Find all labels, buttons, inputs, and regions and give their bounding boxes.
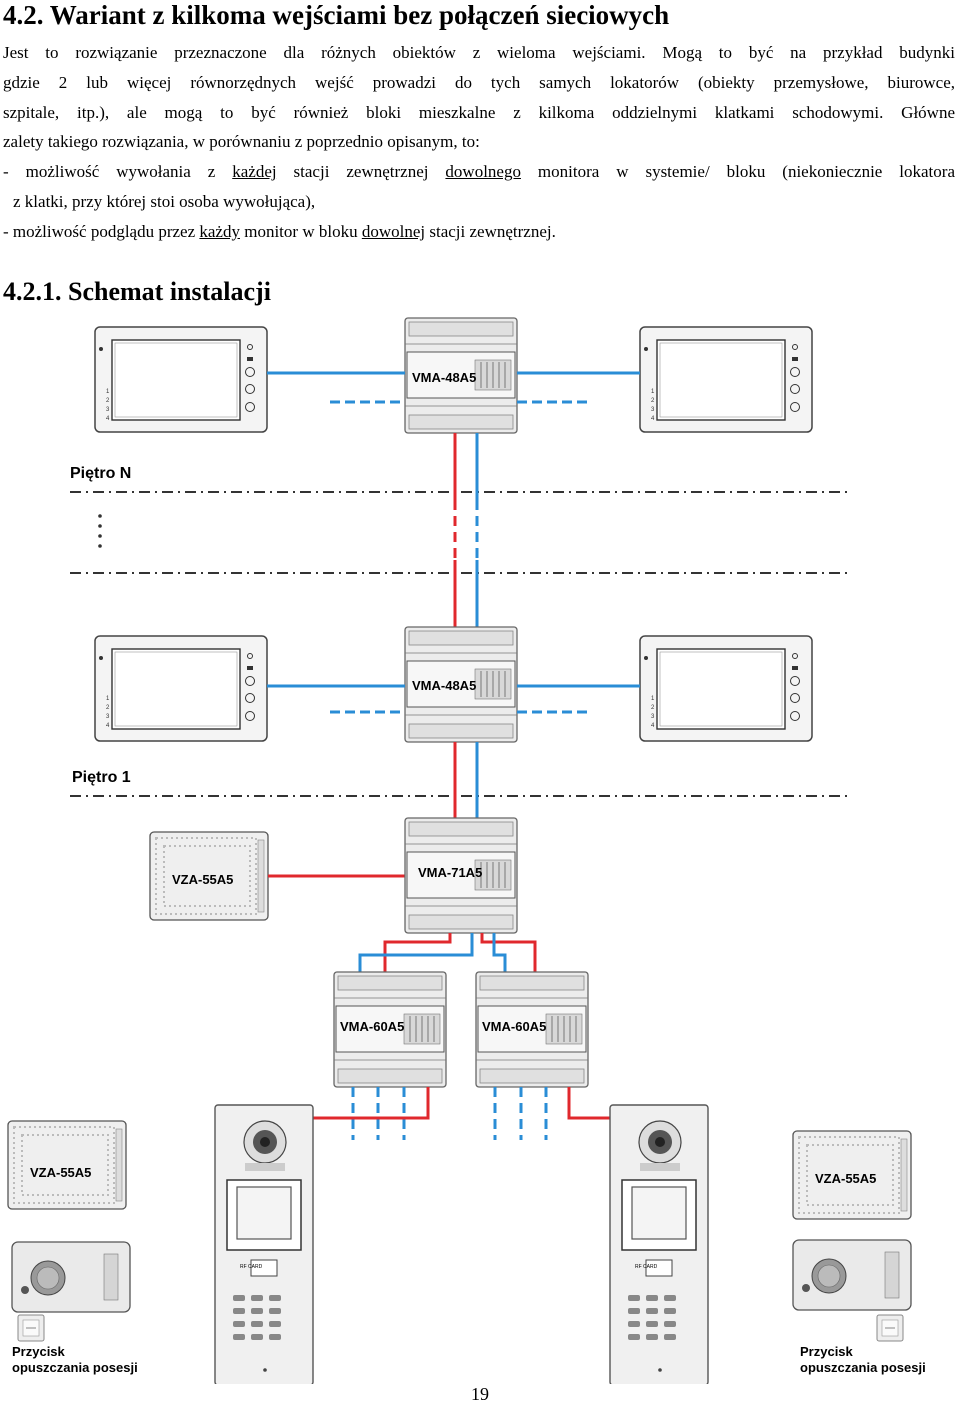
svg-text:1: 1	[106, 389, 110, 395]
monitor-bottom-right	[639, 635, 813, 742]
page-number: 19	[471, 1384, 489, 1404]
splitter-right-label: VMA-60A5	[482, 1019, 546, 1034]
svg-text:3: 3	[106, 407, 110, 413]
intro-line-4: zalety takiego rozwiązania, w porównaniu…	[3, 132, 480, 152]
subsection-heading: 4.2.1. Schemat instalacji	[3, 277, 271, 306]
svg-text:4: 4	[651, 723, 655, 729]
intro-text: Jest to rozwiązanie przeznaczone dla róż…	[3, 38, 955, 247]
distributor-main-label: VMA-71A5	[418, 865, 482, 880]
svg-text:2: 2	[106, 398, 110, 404]
rfid-label-left: RF CARD	[240, 1264, 263, 1270]
svg-text:3: 3	[651, 407, 655, 413]
svg-text:3: 3	[106, 714, 110, 720]
floor-label-top: Piętro N	[70, 465, 131, 482]
intro-line-2: gdzie 2 lub więcej równorzędnych wejść p…	[3, 72, 955, 92]
svg-text:2: 2	[106, 705, 110, 711]
exit-label-left-1: Przycisk	[12, 1344, 66, 1359]
rfid-label-right: RF CARD	[635, 1264, 658, 1270]
section-heading: 4.2. Wariant z kilkoma wejściami bez poł…	[3, 0, 670, 30]
floor-label-bottom: Piętro 1	[72, 769, 131, 786]
intro-line-3: szpitale, itp.), ale mogą to być również…	[3, 102, 955, 122]
entry-panel-left	[214, 1104, 314, 1384]
underline-kazdej: każdej	[232, 162, 277, 182]
electric-lock-left	[11, 1241, 131, 1313]
exit-label-right-2: opuszczania posesji	[800, 1360, 926, 1375]
svg-text:1: 1	[651, 696, 655, 702]
electric-lock-right	[792, 1239, 912, 1311]
bullet-1: - możliwość wywołania z każdej stacji ze…	[3, 162, 955, 182]
underline-dowolnej: dowolnej	[361, 221, 426, 241]
bullet-2: - możliwość podglądu przez każdy monitor…	[3, 221, 556, 241]
svg-text:4: 4	[651, 416, 655, 422]
svg-text:2: 2	[651, 705, 655, 711]
underline-kazdy: każdy	[199, 221, 240, 241]
psu-left-label: VZA-55A5	[30, 1165, 91, 1180]
exit-button-right-icon	[876, 1314, 904, 1342]
splitter-left-label: VMA-60A5	[340, 1019, 404, 1034]
svg-text:2: 2	[651, 398, 655, 404]
svg-text:4: 4	[106, 723, 110, 729]
exit-label-left-2: opuszczania posesji	[12, 1360, 138, 1375]
intro-line-1: Jest to rozwiązanie przeznaczone dla róż…	[3, 43, 955, 62]
underline-dowolnego: dowolnego	[445, 162, 521, 182]
psu-right-label: VZA-55A5	[815, 1171, 876, 1186]
svg-text:3: 3	[651, 714, 655, 720]
exit-button-left-icon	[17, 1314, 45, 1342]
installation-diagram: 1 2 3 4 1 2 3 4 VMA-48A5 Piętro N 1 2 3 4 1 2 3 4 VM…	[7, 317, 926, 1384]
distributor-top-label: VMA-48A5	[412, 370, 476, 385]
svg-text:4: 4	[106, 416, 110, 422]
svg-text:1: 1	[651, 389, 655, 395]
bullet-1-cont: z klatki, przy której stoi osoba wywołuj…	[13, 191, 316, 211]
psu-center-label: VZA-55A5	[172, 872, 233, 887]
ellipsis-dots	[98, 514, 102, 548]
monitor-bottom-left	[94, 635, 268, 742]
monitor-top-right	[639, 326, 813, 433]
monitor-top-left	[94, 326, 268, 433]
svg-text:1: 1	[106, 696, 110, 702]
entry-panel-right	[609, 1104, 709, 1384]
distributor-mid-label: VMA-48A5	[412, 678, 476, 693]
exit-label-right-1: Przycisk	[800, 1344, 854, 1359]
